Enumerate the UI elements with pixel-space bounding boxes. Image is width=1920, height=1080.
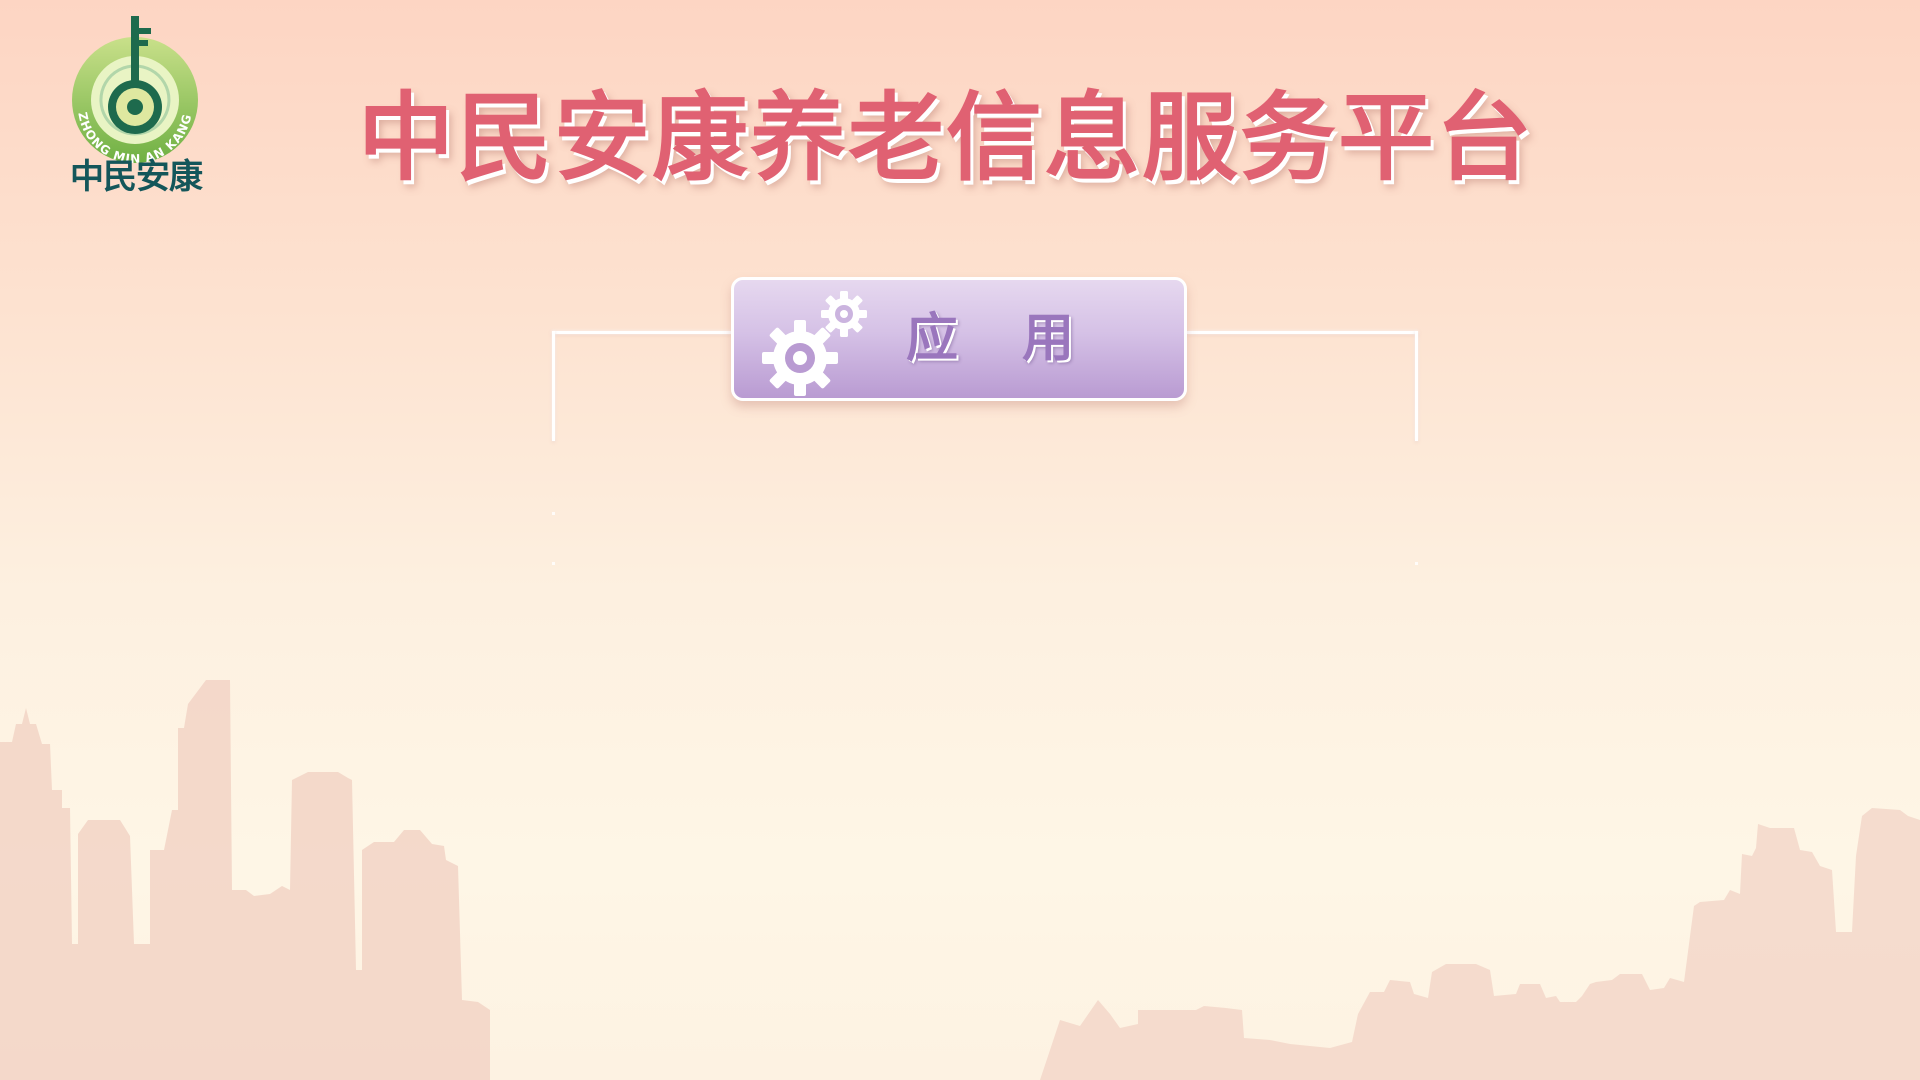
bracket-right-vertical bbox=[1415, 331, 1418, 441]
page-title: 中民安康养老信息服务平台 bbox=[358, 82, 1534, 194]
city-skyline-decoration bbox=[0, 680, 1920, 1080]
gears-icon bbox=[762, 291, 867, 396]
app-button[interactable]: 应用 bbox=[731, 277, 1187, 401]
logo-key-icon: ZHONG MIN AN KANG bbox=[72, 16, 198, 166]
faint-dot bbox=[552, 512, 555, 515]
bracket-left-vertical bbox=[552, 331, 555, 441]
app-button-label: 应用 bbox=[906, 309, 1139, 369]
faint-dot bbox=[552, 562, 555, 565]
logo-text: 中民安康 bbox=[70, 157, 203, 197]
bracket-left-horizontal bbox=[552, 331, 732, 334]
faint-dot bbox=[1415, 562, 1418, 565]
bracket-right-horizontal bbox=[1187, 331, 1418, 334]
